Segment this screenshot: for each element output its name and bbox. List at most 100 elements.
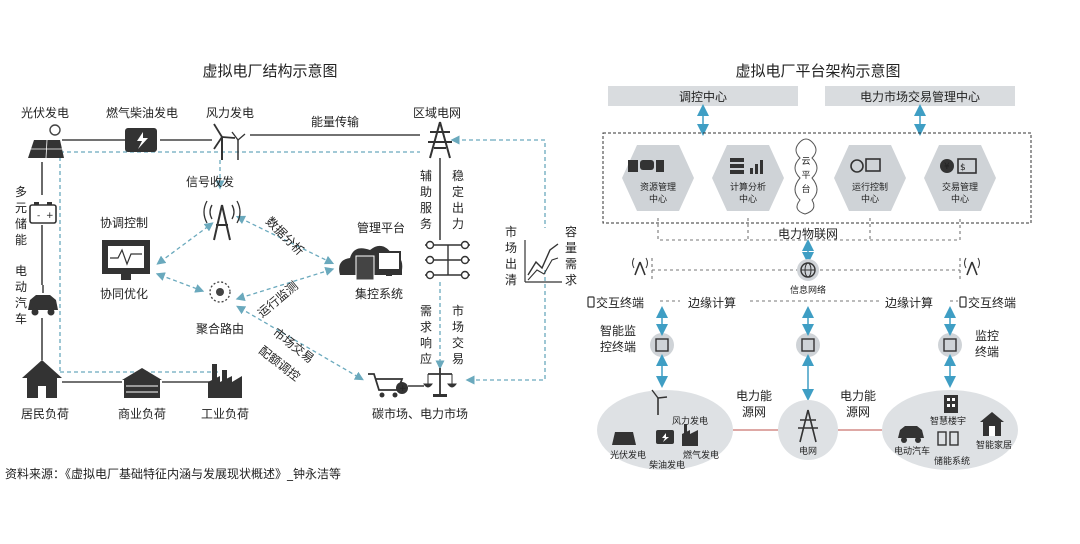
solar-panel-icon [28,124,64,159]
trade-mgmt-hex: ¥ $ 交易管理 中心 [924,145,996,211]
wind-turbine-icon [213,123,246,160]
svg-text:电力能: 电力能 [736,389,772,403]
monitor-terminal-label: 监控 终端 [975,329,999,359]
stable-output-label: 稳 定 出 力 [452,168,464,231]
operation-monitor-label: 运行监测 [255,279,301,321]
energy-net-right-label: 电力能 源网 [840,389,876,419]
grid-tower-icon [798,409,818,443]
storage-label-right: 储能系统 [934,455,970,467]
platform-frame [602,132,1032,224]
iot-label: 电力物联网 [778,227,838,241]
svg-text:市: 市 [452,303,464,318]
phone-icon-right [959,296,967,308]
svg-text:场: 场 [505,241,517,255]
battery-small-icon [937,431,959,446]
svg-text:计算分析: 计算分析 [730,181,766,193]
carbon-market-label: 碳市场、电力市场 [372,406,468,421]
cloud-platform-icon: 云 平 台 [794,138,818,215]
svg-text:智能监: 智能监 [600,323,636,338]
svg-text:中心: 中心 [861,193,879,205]
svg-text:量: 量 [565,241,577,255]
svg-text:场: 场 [452,320,464,334]
ev-label: 电 动 汽 车 [15,264,27,326]
svg-text:电力能: 电力能 [840,389,876,403]
network-nodes-icon [425,240,470,280]
svg-text:平: 平 [801,170,810,181]
residential-label: 居民负荷 [21,407,69,421]
cart-icon: + [368,373,408,398]
svg-text:资源管理: 资源管理 [640,181,676,193]
coordination-label: 协调控制 [100,215,148,230]
server-cloud-icon [339,245,403,281]
svg-text:元: 元 [15,201,27,215]
central-control-label: 集控系统 [355,286,403,301]
wind-turbine-small-icon [651,389,668,415]
monitor-icon [102,240,150,280]
svg-text:需: 需 [565,257,577,271]
market-center-label: 电力市场交易管理中心 [860,89,980,104]
energy-net-left-label: 电力能 源网 [736,389,772,419]
svg-text:出: 出 [452,201,464,215]
commercial-building-icon [122,368,162,398]
svg-text:监控: 监控 [975,329,999,343]
svg-text:应: 应 [420,351,432,366]
ev-label-right: 电动汽车 [894,445,930,457]
svg-text:动: 动 [15,280,27,294]
svg-text:控终端: 控终端 [600,339,636,354]
battery-icon: - + [29,202,57,224]
edge-computing-left: 边缘计算 [688,295,736,310]
svg-text:求: 求 [420,320,432,334]
svg-text:台: 台 [801,183,810,195]
svg-text:中心: 中心 [649,193,667,205]
market-trading-label: 市 场 交 易 [452,303,464,366]
demand-response-label: 需 求 响 应 [420,304,432,366]
market-center-box [825,86,1015,106]
svg-text:定: 定 [452,184,464,199]
svg-text:多: 多 [15,185,27,199]
svg-text:云: 云 [801,157,810,167]
capacity-demand-label: 容 量 需 求 [565,224,577,287]
smart-home-icon [980,412,1004,436]
dispatch-center-box [608,86,798,106]
terminal-center-icon [796,333,820,357]
svg-text:¥: ¥ [944,162,950,172]
data-analysis-label: 数据分析 [263,214,308,259]
generator-small-icon [656,430,674,444]
svg-text:辅: 辅 [420,169,432,183]
building-icon [944,395,958,413]
diesel-label-right: 柴油发电 [649,459,685,471]
pv-label-right: 光伏发电 [610,449,646,461]
aux-service-label: 辅 助 服 务 [420,169,432,231]
antenna-right-icon [964,257,980,276]
left-diagram: 虚拟电厂结构示意图 光伏发电 燃气柴油发电 风力发电 能量传输 区域电网 [5,62,577,481]
phone-icon-left [587,296,595,308]
market-chart-icon [524,240,562,283]
smart-monitor-terminal-label: 智能监 控终端 [600,323,636,354]
antenna-left-icon [632,257,648,276]
router-icon [209,281,231,303]
transmission-tower-icon [428,121,452,159]
solar-small-icon [612,432,636,445]
grid-circle [778,400,838,460]
dispatch-center-label: 调控中心 [679,89,727,104]
wind-label: 风力发电 [206,105,254,120]
gas-label-right: 燃气发电 [683,449,719,461]
svg-text:汽: 汽 [15,295,27,310]
svg-text:需: 需 [420,304,432,318]
svg-text:能: 能 [15,233,27,247]
house-icon [22,360,62,398]
svg-text:清: 清 [505,273,517,287]
storage-label: 多 元 储 能 [15,185,27,247]
svg-text:车: 车 [15,311,27,326]
energy-transmission-label: 能量传输 [311,114,359,129]
edge-computing-right: 边缘计算 [885,295,933,310]
regional-grid-label: 区域电网 [413,106,461,120]
globe-icon [797,259,819,281]
balance-scale-icon [423,368,457,397]
ev-small-icon [898,426,924,443]
ev-car-icon [28,285,58,316]
svg-text:中心: 中心 [951,193,969,205]
optimization-label: 协同优化 [100,286,148,301]
smart-building-label: 智慧楼宇 [930,415,966,427]
svg-text:稳: 稳 [452,168,464,183]
